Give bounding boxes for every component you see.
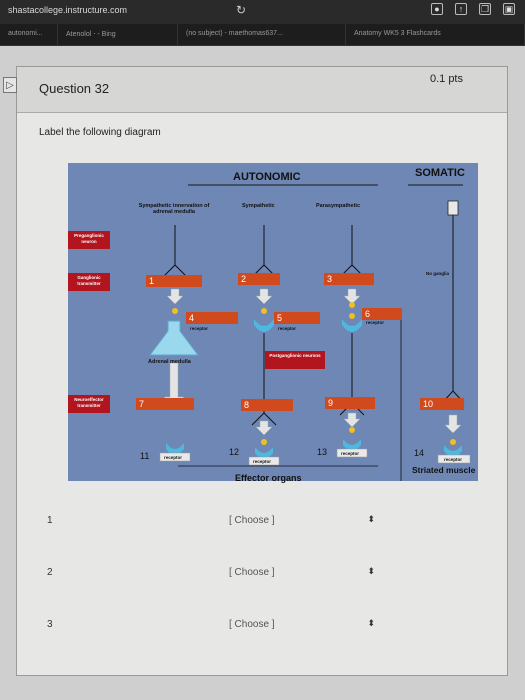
ganglionic-transmitter-label: Ganglionic transmitter <box>68 273 110 291</box>
flag-icon[interactable]: ▷ <box>3 77 17 93</box>
browser-toolbar: ● ↑ ❐ ▣ <box>431 3 515 15</box>
select-arrows-icon: ⬍ <box>367 514 375 524</box>
preganglionic-neurons <box>162 209 465 404</box>
browser-address-bar[interactable]: shastacollege.instructure.com <box>0 0 525 24</box>
ganglion-transmitter-dots <box>172 302 456 445</box>
ganglion-arrows <box>166 288 361 305</box>
somatic-heading: SOMATIC <box>415 167 465 179</box>
somatic-cell-body <box>447 200 459 216</box>
answer-select-value: [ Choose ] <box>229 515 275 526</box>
nervous-system-diagram: AUTONOMIC SOMATIC Sympathetic innervatio… <box>68 163 478 483</box>
select-arrows-icon: ⬍ <box>367 566 375 576</box>
adrenal-medulla-cell <box>149 320 199 356</box>
no-ganglia-label: No ganglia <box>426 271 450 276</box>
blank-2: 2 <box>238 273 280 285</box>
postganglionic-neurons <box>251 333 365 426</box>
postganglionic-label: Postganglionic neurons <box>265 351 325 369</box>
browser-tab[interactable]: Atenolol ⋅ - Bing <box>58 24 178 45</box>
preganglionic-label: Preganglionic neuron <box>68 231 110 249</box>
answer-number: 1 <box>47 515 53 526</box>
adrenal-medulla-label: Adrenal medulla <box>148 359 191 365</box>
share-icon[interactable]: ↑ <box>455 3 467 15</box>
answer-row: 3 [ Choose ] ⬍ <box>17 615 507 639</box>
answer-select-value: [ Choose ] <box>229 567 275 578</box>
browser-tab[interactable]: (no subject) - maethomas637... <box>178 24 346 45</box>
receptor-label: receptor <box>341 451 360 456</box>
page-content: ▷ Question 32 0.1 pts Label the followin… <box>0 46 525 700</box>
autonomic-heading: AUTONOMIC <box>233 171 301 183</box>
effector-arrows <box>255 412 462 436</box>
receptor-label: receptor <box>444 457 463 462</box>
neuroeffector-label: Neuroeffector transmitter <box>68 395 110 413</box>
answer-select[interactable]: [ Choose ] ⬍ <box>223 615 375 637</box>
blank-5: 5 <box>274 312 320 324</box>
blank-4: 4 <box>186 312 238 324</box>
receptor-label: receptor <box>366 320 385 325</box>
blank-9: 9 <box>325 397 375 409</box>
answer-row: 2 [ Choose ] ⬍ <box>17 563 507 587</box>
diagram-drawing <box>149 184 471 481</box>
ganglion-receptors <box>254 319 362 332</box>
blank-10: 10 <box>420 398 464 410</box>
browser-tab[interactable]: autonomi... <box>0 24 58 45</box>
tabs-icon[interactable]: ❐ <box>479 3 491 15</box>
blank-12: 12 <box>229 447 240 457</box>
blank-3: 3 <box>324 273 374 285</box>
browser-tab-bar: autonomi... Atenolol ⋅ - Bing (no subjec… <box>0 24 525 46</box>
blank-13: 13 <box>317 447 328 457</box>
receptor-label: receptor <box>253 459 272 464</box>
question-title: Question 32 <box>39 81 110 96</box>
blank-6: 6 <box>362 308 402 320</box>
sympathetic-label: Sympathetic <box>242 203 275 209</box>
parasympathetic-label: Parasympathetic <box>316 203 361 209</box>
shield-icon[interactable]: ● <box>431 3 443 15</box>
sidebar-icon[interactable]: ▣ <box>503 3 515 15</box>
browser-tab[interactable]: Anatomy WK5 3 Flashcards <box>346 24 525 45</box>
blank-11: 11 <box>140 451 150 461</box>
blank-8: 8 <box>241 399 293 411</box>
effector-organs-label: Effector organs <box>235 473 302 483</box>
select-arrows-icon: ⬍ <box>367 618 375 628</box>
receptor-label: receptor <box>164 455 183 460</box>
answer-number: 2 <box>47 567 53 578</box>
question-points: 0.1 pts <box>429 73 463 85</box>
answer-number: 3 <box>47 619 53 630</box>
answer-select-value: [ Choose ] <box>229 619 275 630</box>
question-header: ▷ Question 32 0.1 pts <box>3 67 507 113</box>
blank-7: 7 <box>136 398 194 410</box>
sympathetic-innervation-label: Sympathetic innervation of adrenal medul… <box>138 203 210 215</box>
answer-row: 1 [ Choose ] ⬍ <box>17 511 507 535</box>
blank-1: 1 <box>146 275 202 287</box>
answer-select[interactable]: [ Choose ] ⬍ <box>223 511 375 533</box>
striated-muscle-label: Striated muscle <box>412 465 476 475</box>
reload-icon[interactable]: ↻ <box>236 3 247 17</box>
question-card: ▷ Question 32 0.1 pts Label the followin… <box>3 66 508 676</box>
receptor-label: receptor <box>278 326 297 331</box>
blank-14: 14 <box>414 448 425 458</box>
answer-select[interactable]: [ Choose ] ⬍ <box>223 563 375 585</box>
question-prompt: Label the following diagram <box>39 127 161 138</box>
url-text: shastacollege.instructure.com <box>8 5 128 15</box>
receptor-label: receptor <box>190 326 209 331</box>
effector-receptors <box>159 439 471 466</box>
